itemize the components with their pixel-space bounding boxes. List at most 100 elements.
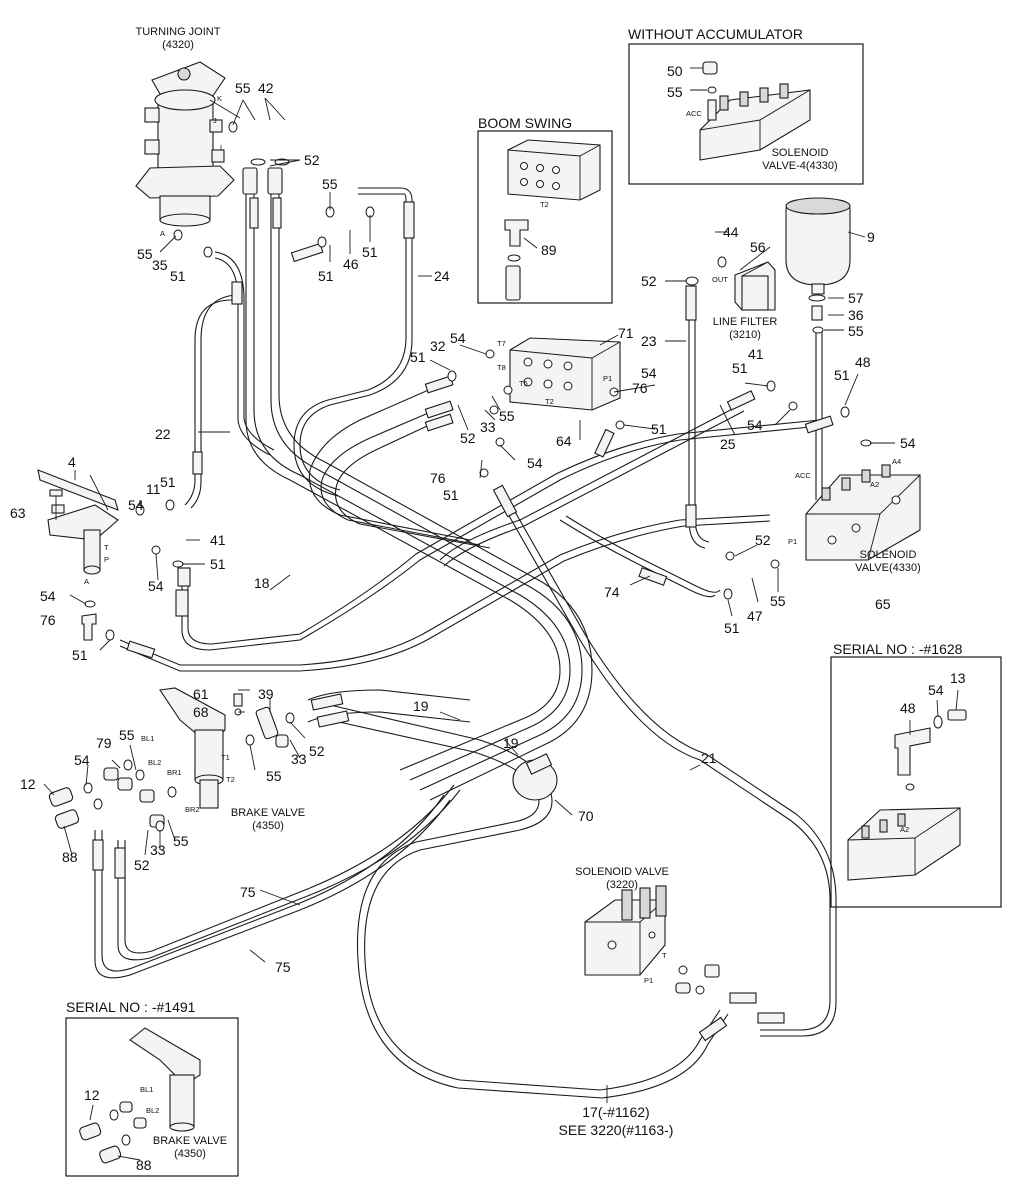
serial-1628-box (830, 656, 1002, 908)
solenoid-valve-code: VALVE(4330) (855, 562, 921, 574)
part-number: 51 (443, 487, 459, 503)
part-number: 65 (875, 596, 891, 612)
solenoid-valve-3220-label: SOLENOID VALVE (575, 866, 669, 878)
part-number: 19 (503, 735, 519, 751)
port-label: A (84, 577, 89, 586)
port-label: T1 (221, 753, 230, 762)
port-label: ACC (795, 471, 811, 480)
part-number: 50 (667, 63, 683, 79)
part-number: 76 (430, 470, 446, 486)
part-number: 55 (266, 768, 282, 784)
port-label: A (160, 229, 165, 238)
leader-lines (43, 67, 959, 1161)
valve-block-71 (509, 337, 621, 411)
port-label: BL2 (148, 758, 161, 767)
see-note-line2: SEE 3220(#1163-) (559, 1122, 674, 1138)
brake-valve-inset-code: (4350) (174, 1148, 206, 1160)
port-label: J (213, 116, 217, 125)
part-number: 54 (747, 417, 763, 433)
brake-valve-inset-label: BRAKE VALVE (153, 1135, 227, 1147)
part-number: 12 (20, 776, 36, 792)
port-label: P (104, 555, 109, 564)
part-number: 68 (193, 704, 209, 720)
part-number: 33 (480, 419, 496, 435)
part-number: 36 (848, 307, 864, 323)
solenoid-valve-4-label: SOLENOID (772, 147, 829, 159)
serial-1628-valve (847, 709, 967, 881)
turning-joint (135, 61, 241, 227)
part-number: 11 (146, 481, 161, 497)
part-number: 55 (119, 727, 135, 743)
brake-valve-code: (4350) (252, 820, 284, 832)
pressure-switches (48, 734, 289, 829)
part-number: 75 (275, 959, 291, 975)
travel-pedal (37, 469, 119, 641)
part-number: 51 (318, 268, 334, 284)
boom-swing-box (477, 130, 613, 304)
part-number: 46 (343, 256, 359, 272)
port-label: L (220, 143, 224, 152)
port-label: K (217, 94, 222, 103)
part-number: 19 (413, 698, 429, 714)
part-number: 13 (950, 670, 966, 686)
part-number: 35 (152, 257, 168, 273)
port-label: T (104, 543, 109, 552)
port-label: T8 (497, 363, 506, 372)
part-number: 51 (834, 367, 850, 383)
port-label: P1 (603, 374, 612, 383)
line-filter-code: (3210) (729, 329, 761, 341)
part-number: 56 (750, 239, 766, 255)
part-number: 54 (900, 435, 916, 451)
part-number: 71 (618, 325, 634, 341)
part-number: 52 (755, 532, 771, 548)
part-number: 75 (240, 884, 256, 900)
part-number: 39 (258, 686, 274, 702)
part-number: 51 (732, 360, 748, 376)
line-filter (734, 261, 776, 311)
port-label: A4 (892, 457, 901, 466)
part-number: 88 (136, 1157, 152, 1173)
solenoid-valve-4-code: VALVE-4(4330) (762, 160, 837, 172)
part-number: 54 (928, 682, 944, 698)
part-number: 12 (84, 1087, 100, 1103)
part-number: 74 (604, 584, 620, 600)
part-number: 48 (855, 354, 871, 370)
brake-valve (159, 687, 279, 809)
without-accumulator-box (628, 43, 864, 185)
part-number: 55 (173, 833, 189, 849)
part-number: 54 (74, 752, 90, 768)
o-rings (83, 121, 943, 1146)
part-number: 55 (499, 408, 515, 424)
port-label: T2 (545, 397, 554, 406)
port-label: P1 (788, 537, 797, 546)
port-label: BR2 (185, 805, 200, 814)
serial-1491-brake-valve (79, 1027, 201, 1164)
part-number: 48 (900, 700, 916, 716)
part-number: 52 (460, 430, 476, 446)
part-number: 47 (747, 608, 763, 624)
part-number: 44 (723, 224, 739, 240)
part-number: 9 (867, 229, 875, 245)
port-label: BL1 (141, 734, 154, 743)
part-number: 41 (748, 346, 764, 362)
solenoid-valve-3220-code: (3220) (606, 879, 638, 891)
part-number: 76 (40, 612, 56, 628)
part-number: 4 (68, 454, 76, 470)
part-number: 42 (258, 80, 274, 96)
part-number: 21 (701, 750, 717, 766)
part-number: 52 (134, 857, 150, 873)
part-number: 54 (641, 365, 657, 381)
turning-joint-code: (4320) (162, 39, 194, 51)
part-number: 51 (210, 556, 226, 572)
part-number: 54 (148, 578, 164, 594)
part-number: 55 (322, 176, 338, 192)
part-number: 51 (651, 421, 667, 437)
solenoid-valve-3220 (584, 885, 720, 994)
port-label: BR1 (167, 768, 182, 777)
part-number: 61 (193, 686, 209, 702)
part-number: 23 (641, 333, 657, 349)
part-number: 79 (96, 735, 112, 751)
turning-joint-label: TURNING JOINT (136, 26, 221, 38)
part-number: 25 (720, 436, 736, 452)
